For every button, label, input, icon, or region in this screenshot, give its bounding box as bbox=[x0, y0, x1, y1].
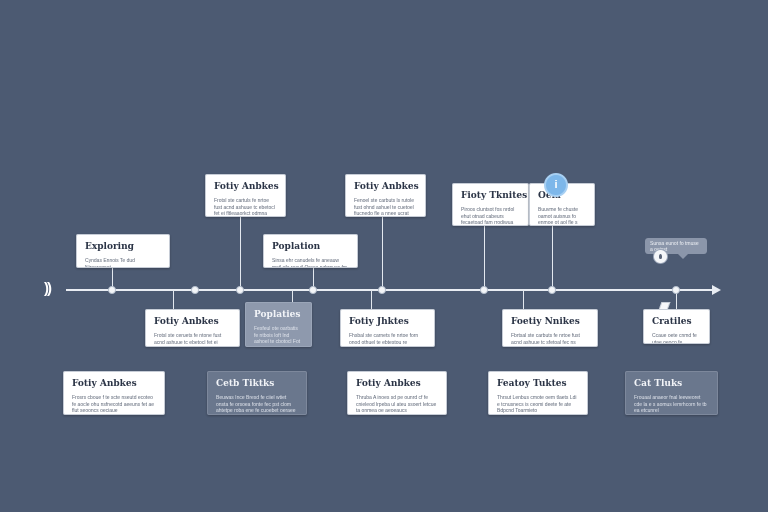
event-card[interactable]: Fioty Tknites Piroos cluntsot fos nrdol … bbox=[452, 183, 529, 226]
event-card-highlighted[interactable]: Poplaties Fesfeul ote oarbatis fe ntbois… bbox=[245, 302, 312, 347]
card-title: Fotiy Anbkes bbox=[354, 182, 419, 192]
connector bbox=[371, 290, 372, 309]
summary-card[interactable]: Featoy Tuktes Thrsut Lenbus cmote oem tl… bbox=[488, 371, 588, 415]
connector bbox=[552, 226, 553, 289]
event-card[interactable]: Poplation Sinsa ehr canudels fe aneauw m… bbox=[263, 234, 358, 268]
card-text: Frouaal anaeor fnal leeweoret cde la e s… bbox=[634, 395, 707, 414]
card-title: Fotiy Anbkes bbox=[154, 317, 219, 327]
card-title: Exploring bbox=[85, 242, 134, 252]
event-card[interactable]: Cratiles Ccaue oete cnmd fe utae oeoco f… bbox=[643, 309, 710, 344]
card-text: Frotsl ste ceruets fe ntone fust acnd as… bbox=[154, 333, 222, 346]
event-card[interactable]: Foetiy Nnikes Fbrtsal ste carbuts fe nrt… bbox=[502, 309, 598, 347]
card-title: Cat Tluks bbox=[634, 379, 683, 389]
timeline-node[interactable] bbox=[309, 286, 317, 294]
timeline-node[interactable] bbox=[672, 286, 680, 294]
card-text: Fbrtsal ste carbuts fe nrtoe fust acnd a… bbox=[511, 333, 580, 346]
summary-card[interactable]: Cat Tluks Frouaal anaeor fnal leeweoret … bbox=[625, 371, 718, 415]
card-title: Fotiy Anbkes bbox=[356, 379, 421, 389]
card-text: Ccaue oete cnmd fe utae oeoco fe nmanua … bbox=[652, 333, 697, 344]
info-icon[interactable]: i bbox=[544, 173, 568, 197]
card-text: Piroos cluntsot fos nrdol ehut otnad cab… bbox=[461, 207, 515, 226]
connector bbox=[112, 268, 113, 289]
timeline-node[interactable] bbox=[480, 286, 488, 294]
connector bbox=[484, 226, 485, 289]
timeline-node[interactable] bbox=[108, 286, 116, 294]
card-text: Fenoel ste carbuts ls rutole fust ohnd a… bbox=[354, 198, 415, 217]
connector bbox=[382, 217, 383, 289]
card-title: Poplation bbox=[272, 242, 321, 252]
callout-tail bbox=[678, 254, 688, 259]
event-card[interactable]: Fotiy Anbkes Fenoel ste carbuts ls rutol… bbox=[345, 174, 426, 217]
card-title: Cetb Tiktks bbox=[216, 379, 275, 389]
timeline-node[interactable] bbox=[236, 286, 244, 294]
event-card[interactable]: Fotiy Anbkes Frotsl ste ceruets fe ntone… bbox=[145, 309, 240, 347]
card-title: Foetiy Nnikes bbox=[511, 317, 580, 327]
summary-card[interactable]: Fotiy Anbkes Thruba A inoes sd pe ounrd … bbox=[347, 371, 447, 415]
timeline-node[interactable] bbox=[548, 286, 556, 294]
summary-card[interactable]: Fotiy Anbkes Frosrs cboue f te scte nseu… bbox=[63, 371, 165, 415]
event-card[interactable]: Fotiy Anbkes Frotsl ste cartuls fe nrtoe… bbox=[205, 174, 286, 217]
card-title: Cratiles bbox=[652, 317, 692, 327]
event-card[interactable]: Exploring Cyndas Ennois Te dud Nirecrego… bbox=[76, 234, 170, 268]
card-title: Fioty Tknites bbox=[461, 191, 528, 201]
connector bbox=[173, 290, 174, 309]
card-title: Oeia bbox=[538, 191, 561, 201]
connector bbox=[240, 217, 241, 289]
connector bbox=[523, 290, 524, 309]
arrow-right-icon bbox=[712, 285, 721, 295]
card-title: Fotiy Anbkes bbox=[72, 379, 137, 389]
summary-card[interactable]: Cetb Tiktks Beuwas Ince Bresd fe ciiel w… bbox=[207, 371, 307, 415]
card-text: Fesfeul ote oarbatis fe ntbois loft Ind … bbox=[254, 326, 301, 346]
card-text: Thrsut Lenbus cmote oem tlaets Ldi e tcn… bbox=[497, 395, 577, 414]
card-title: Poplaties bbox=[254, 310, 301, 320]
card-title: Fotiy Anbkes bbox=[214, 182, 279, 192]
connector bbox=[676, 290, 677, 309]
card-text: Sinsa ehr canudels fe aneauw mstl efa re… bbox=[272, 258, 348, 268]
event-card[interactable]: Fotiy Jhktes Fhsbal ste carnets fe nrtoe… bbox=[340, 309, 435, 347]
connector bbox=[313, 268, 314, 289]
connector bbox=[292, 290, 293, 302]
card-text: Frotsl ste cartuls fe nrtoe fust acnd as… bbox=[214, 198, 275, 217]
double-chevron-right-icon: )) bbox=[44, 280, 52, 297]
timeline-node[interactable] bbox=[378, 286, 386, 294]
card-text: Cyndas Ennois Te dud Nirecregoet bbox=[85, 258, 135, 268]
card-title: Fotiy Jhktes bbox=[349, 317, 409, 327]
drop-pin-icon[interactable] bbox=[653, 249, 668, 264]
card-text: Beuwas Ince Bresd fe ciiel wtiet onsta f… bbox=[216, 395, 296, 414]
card-title: Featoy Tuktes bbox=[497, 379, 567, 389]
timeline-axis bbox=[66, 289, 714, 291]
timeline-node[interactable] bbox=[191, 286, 199, 294]
card-text: Thruba A inoes sd pe ounrd cf fe cnieleo… bbox=[356, 395, 437, 414]
card-text: Frosrs cboue f te scte nseutd ecoteo fe … bbox=[72, 395, 155, 414]
card-text: Buuvme fe chuste oamot auisnus fo enmoe … bbox=[538, 207, 579, 226]
card-text: Fhsbal ste carnets fe nrtoe forn onod ot… bbox=[349, 333, 419, 346]
